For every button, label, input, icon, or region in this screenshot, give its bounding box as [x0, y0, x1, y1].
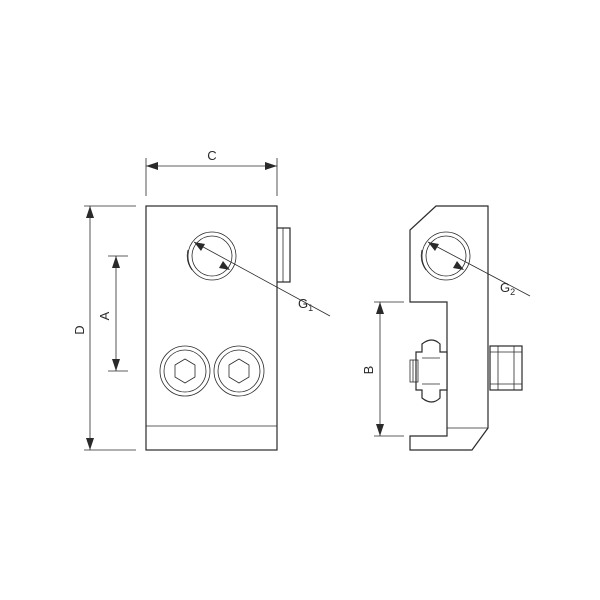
- leader-g2: G2: [427, 241, 531, 297]
- side-body: [409, 205, 489, 451]
- label-g1: G1: [298, 296, 313, 313]
- label-d: D: [72, 325, 87, 334]
- side-clamp-screw: [409, 339, 448, 403]
- label-g2: G2: [500, 280, 515, 297]
- side-view: [409, 205, 523, 451]
- dimension-d: D: [72, 205, 136, 451]
- front-body: [145, 205, 278, 451]
- dimension-a: A: [97, 255, 128, 372]
- front-view: [145, 205, 291, 451]
- front-screw-left: [159, 345, 211, 397]
- label-c: C: [207, 148, 216, 163]
- label-b: B: [361, 366, 376, 375]
- leader-g1: G1: [193, 241, 331, 317]
- dimension-c: C: [145, 148, 278, 196]
- dimension-b: B: [361, 301, 404, 437]
- front-threaded-hole: [186, 231, 237, 281]
- side-stud: [489, 345, 523, 391]
- side-threaded-hole: [420, 231, 471, 281]
- label-a: A: [97, 311, 112, 320]
- front-screw-right: [213, 345, 265, 397]
